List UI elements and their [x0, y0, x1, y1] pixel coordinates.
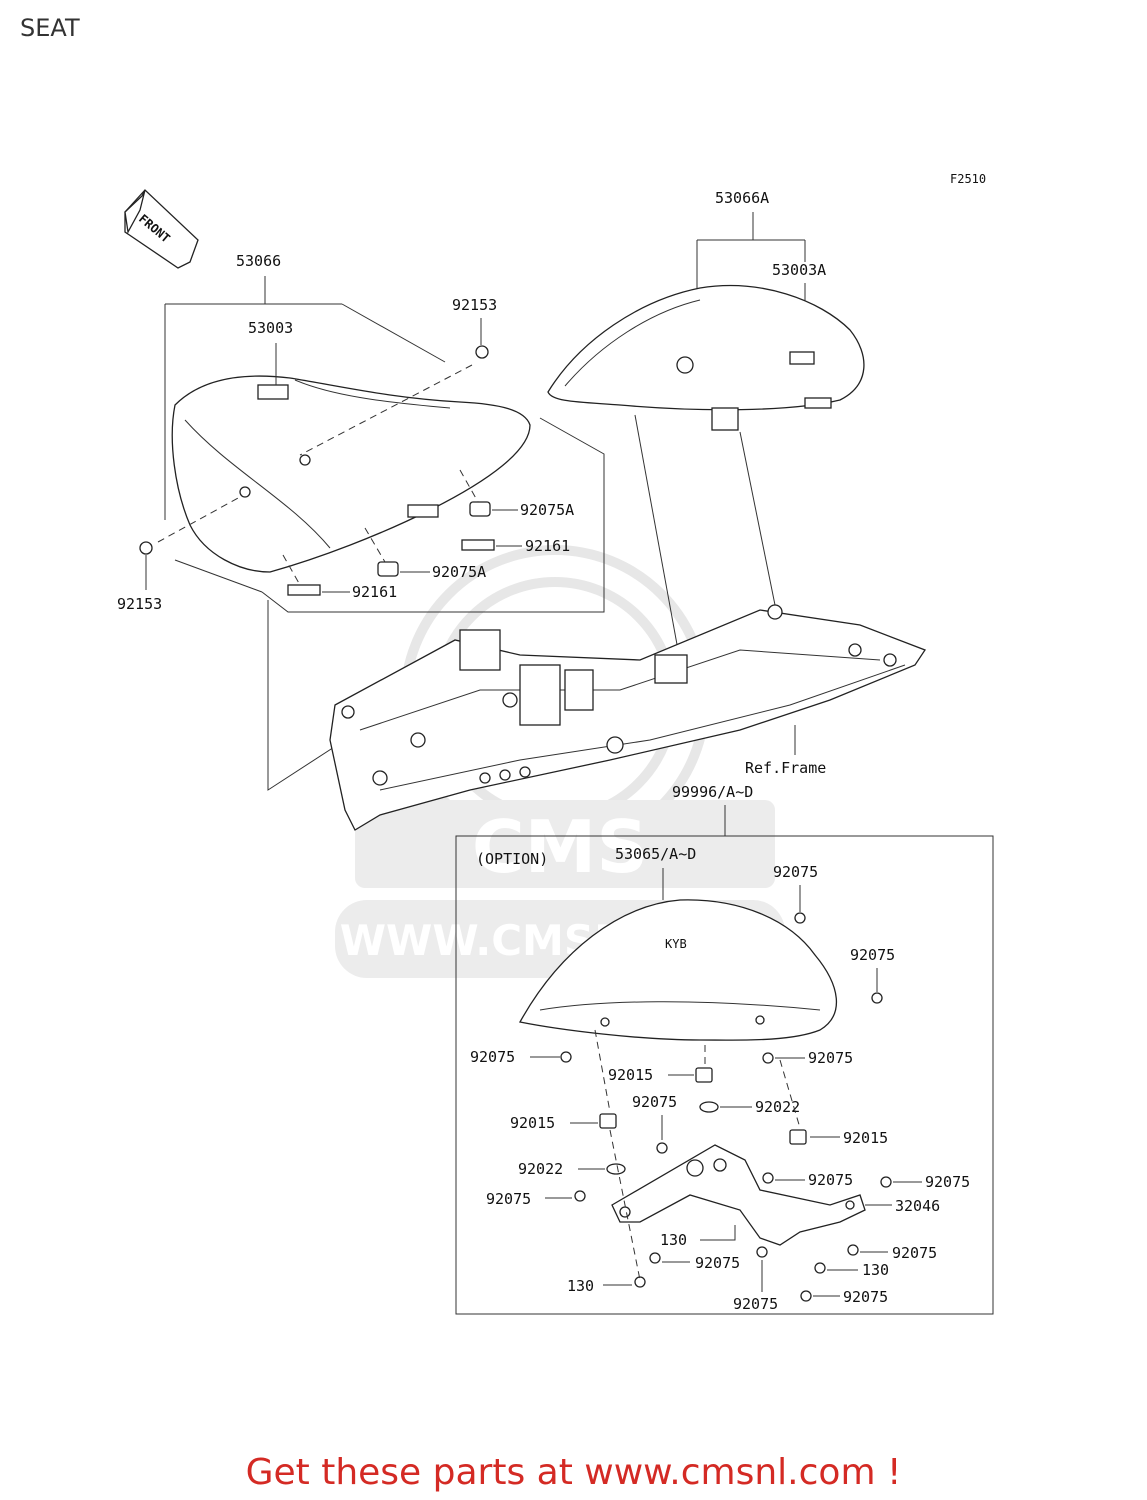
watermark: CMS WWW.CMSNL.COM [335, 545, 785, 978]
label-92075-e: 92075 [632, 1093, 677, 1111]
front-seat [171, 375, 531, 573]
cowl-emblem-icon: KYB [665, 937, 687, 951]
label-53066: 53066 [236, 252, 281, 270]
page-title: SEAT [20, 14, 80, 42]
label-92153-left: 92153 [117, 595, 162, 613]
label-92075-f: 92075 [808, 1171, 853, 1189]
watermark-logo: CMS [472, 805, 648, 889]
stopper-92161-1 [461, 539, 495, 551]
label-92015-b: 92015 [510, 1114, 555, 1132]
label-92022-a: 92022 [755, 1098, 800, 1116]
label-92075-l: 92075 [843, 1288, 888, 1306]
label-92075a-1: 92075A [520, 501, 574, 519]
damper-92075a-1 [469, 501, 491, 517]
label-ref-frame: Ref.Frame [745, 759, 826, 777]
label-130-c: 130 [567, 1277, 594, 1295]
label-92075-b: 92075 [850, 946, 895, 964]
label-92161-2: 92161 [352, 583, 397, 601]
rear-seat-cover [547, 284, 865, 431]
option-label: (OPTION) [476, 850, 548, 868]
label-130-a: 130 [660, 1231, 687, 1249]
label-92161-1: 92161 [525, 537, 570, 555]
rear-frame [329, 604, 926, 831]
label-130-b: 130 [862, 1261, 889, 1279]
label-32046: 32046 [895, 1197, 940, 1215]
footer-link[interactable]: Get these parts at www.cmsnl.com ! [245, 1452, 902, 1493]
label-92075-d: 92075 [808, 1049, 853, 1067]
seat-bracket-32046 [611, 1144, 866, 1246]
figure-code: F2510 [950, 172, 986, 186]
label-53003a: 53003A [772, 261, 826, 279]
front-arrow-icon: FRONT [124, 189, 199, 269]
label-92075-j: 92075 [695, 1254, 740, 1272]
label-92075-a: 92075 [773, 863, 818, 881]
label-53003: 53003 [248, 319, 293, 337]
label-53065: 53065/A~D [615, 845, 696, 863]
label-92075-h: 92075 [486, 1190, 531, 1208]
label-92075-g: 92075 [925, 1173, 970, 1191]
option-box [455, 835, 994, 1315]
label-92075-i: 92075 [892, 1244, 937, 1262]
damper-92075a-2 [377, 561, 399, 577]
label-92075-c: 92075 [470, 1048, 515, 1066]
label-92022-b: 92022 [518, 1160, 563, 1178]
label-92015-a: 92015 [608, 1066, 653, 1084]
label-99996: 99996/A~D [672, 783, 753, 801]
option-seat-cowl: KYB [518, 899, 837, 1041]
label-92075-k: 92075 [733, 1295, 778, 1313]
label-53066a: 53066A [715, 189, 769, 207]
label-92153-top: 92153 [452, 296, 497, 314]
label-92015-c: 92015 [843, 1129, 888, 1147]
stopper-92161-2 [287, 584, 321, 596]
label-92075a-2: 92075A [432, 563, 486, 581]
